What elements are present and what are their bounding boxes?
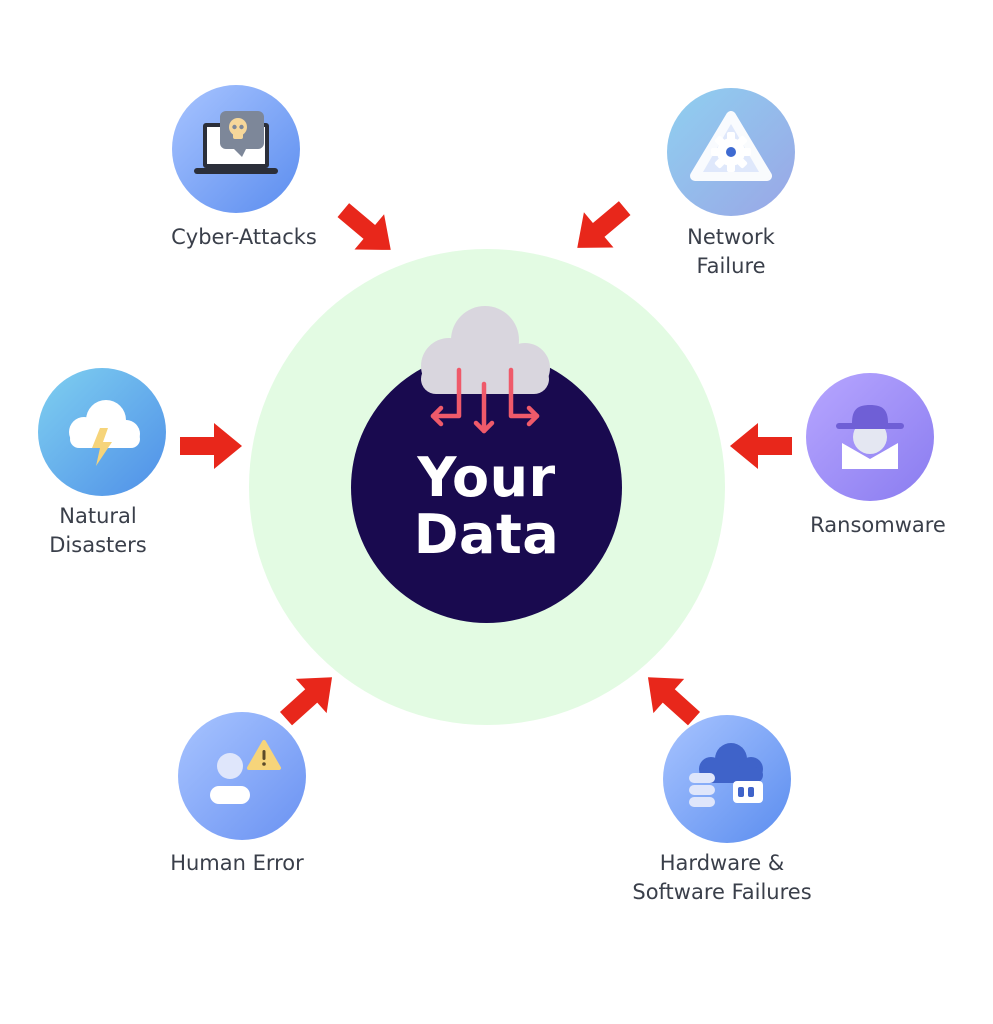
threat-label-natural-disasters: Natural Disasters bbox=[0, 502, 196, 560]
threat-label-line: Failure bbox=[696, 254, 766, 278]
threat-label-ransomware: Ransomware bbox=[793, 511, 963, 540]
core-title-line2: Data bbox=[413, 503, 560, 566]
threat-label-human-error: Human Error bbox=[137, 849, 337, 878]
core-title-line1: Your bbox=[417, 446, 556, 509]
threat-label-line: Hardware & bbox=[659, 851, 785, 875]
arrow-network-failure bbox=[561, 189, 641, 267]
user-warning-icon bbox=[178, 712, 306, 840]
arrow-cyber-attacks bbox=[327, 191, 407, 269]
threat-label-network-failure: Network Failure bbox=[631, 223, 831, 281]
arrow-hardware-software-failures bbox=[631, 659, 711, 738]
threat-label-line: Cyber-Attacks bbox=[171, 225, 317, 249]
hacker-icon bbox=[806, 373, 934, 501]
arrow-ransomware bbox=[730, 421, 792, 471]
your-data-core bbox=[351, 352, 622, 623]
threat-label-hardware-software-failures: Hardware & Software Failures bbox=[612, 849, 832, 907]
laptop-skull-icon bbox=[172, 85, 300, 213]
threat-label-line: Disasters bbox=[49, 533, 147, 557]
arrow-natural-disasters bbox=[180, 421, 242, 471]
arrow-human-error bbox=[269, 659, 349, 738]
triangle-gear-icon bbox=[667, 88, 795, 216]
threat-label-line: Ransomware bbox=[810, 513, 946, 537]
threat-label-line: Software Failures bbox=[632, 880, 812, 904]
cloud-download-icon bbox=[421, 306, 550, 434]
threat-label-cyber-attacks: Cyber-Attacks bbox=[144, 223, 344, 252]
threat-label-line: Natural bbox=[59, 504, 137, 528]
server-cloud-icon bbox=[663, 715, 791, 843]
threat-label-line: Human Error bbox=[170, 851, 304, 875]
threat-label-line: Network bbox=[687, 225, 775, 249]
storm-cloud-icon bbox=[38, 368, 166, 496]
